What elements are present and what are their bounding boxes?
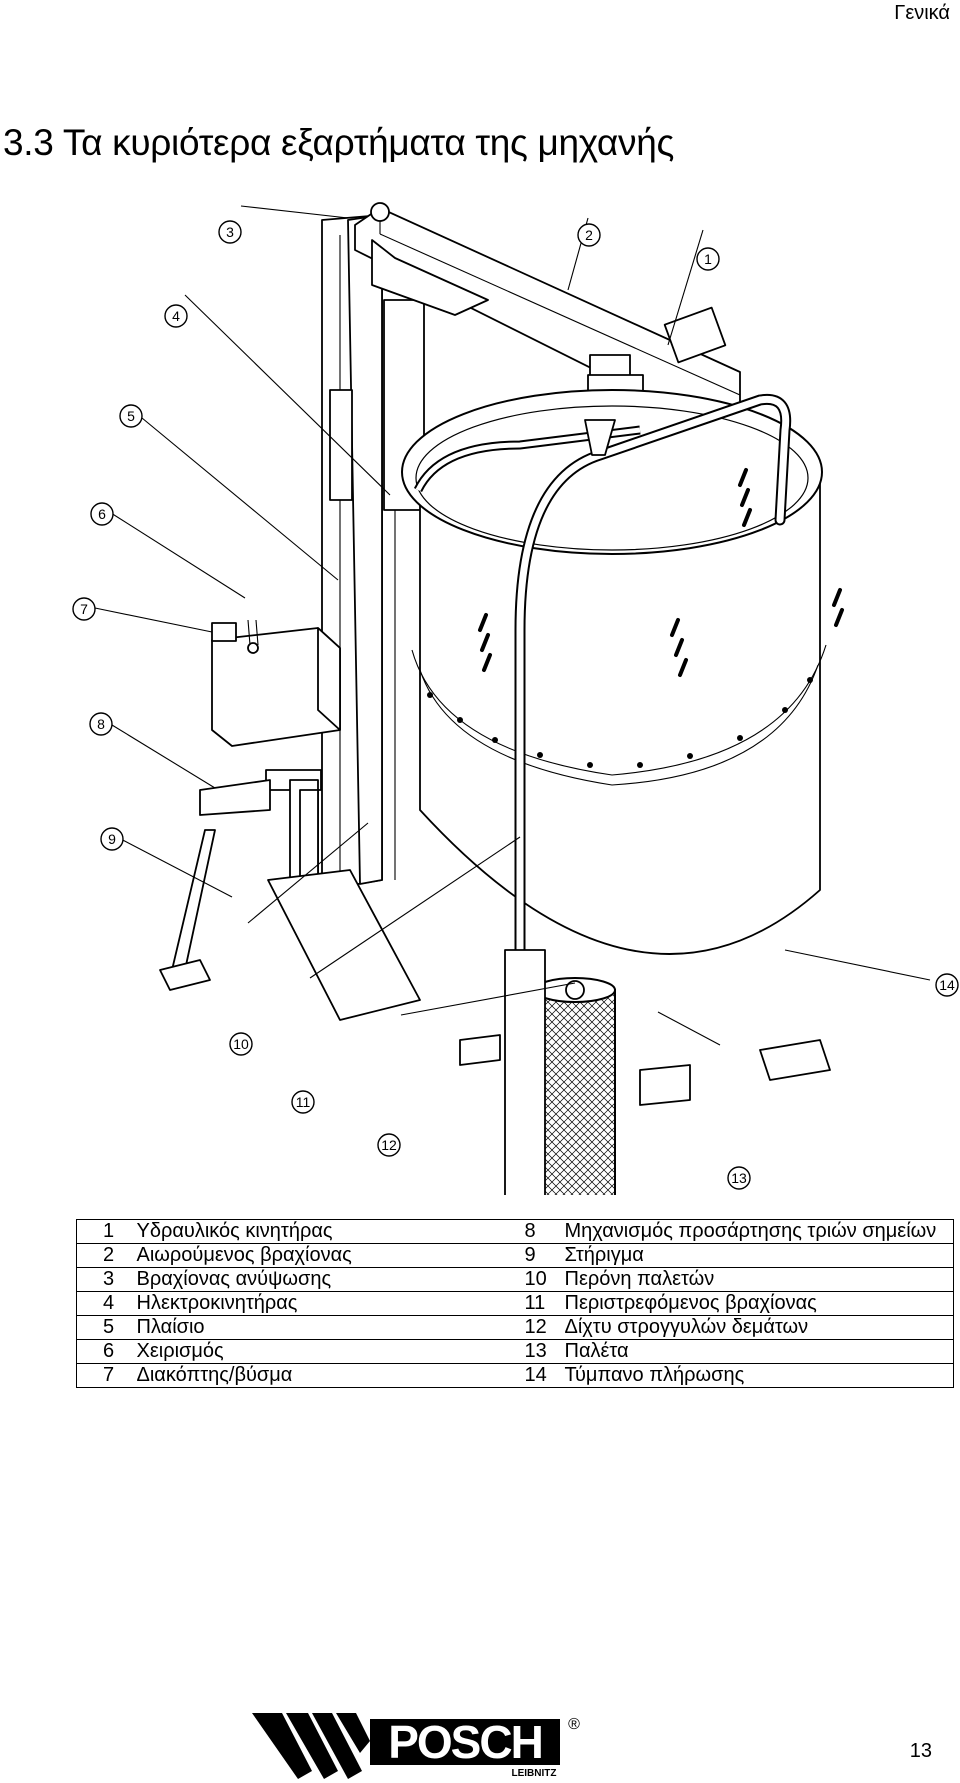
callout-3: 3 — [218, 220, 242, 244]
callout-12: 12 — [377, 1133, 401, 1157]
callout-4: 4 — [164, 304, 188, 328]
logo-sub: LEIBNITZ — [512, 1768, 557, 1779]
callout-10: 10 — [229, 1032, 253, 1056]
table-row: 3 Βραχίονας ανύψωσης 10 Περόνη παλετών — [76, 1267, 954, 1292]
svg-text:2: 2 — [585, 227, 593, 243]
three-point-hitch — [159, 769, 421, 1021]
svg-text:3: 3 — [226, 224, 234, 240]
logo-registered-mark: ® — [568, 1716, 580, 1733]
callout-1: 1 — [696, 247, 720, 271]
table-row: 4 Ηλεκτροκινητήρας 11 Περιστρεφόμενος βρ… — [76, 1291, 954, 1316]
callout-5: 5 — [119, 404, 143, 428]
parts-table: 1 Υδραυλικός κινητήρας 8 Μηχανισμός προσ… — [76, 1219, 954, 1388]
svg-text:14: 14 — [939, 977, 955, 993]
callout-11: 11 — [291, 1090, 315, 1114]
svg-text:13: 13 — [731, 1170, 747, 1186]
callout-6: 6 — [90, 502, 114, 526]
table-row: 5 Πλαίσιο 12 Δίχτυ στρογγυλών δεμάτων — [76, 1315, 954, 1340]
svg-text:5: 5 — [127, 408, 135, 424]
posch-logo: POSCH LEIBNITZ ® — [252, 1713, 580, 1779]
table-row: 7 Διακόπτης/βύσμα 14 Τύμπανο πλήρωσης — [76, 1363, 954, 1388]
rotating-arm — [413, 393, 792, 996]
svg-text:8: 8 — [97, 716, 105, 732]
section-header: Γενικά — [894, 2, 950, 24]
machine-frame — [321, 214, 425, 891]
callout-2: 2 — [577, 223, 601, 247]
page-title: 3.3 Τα κυριότερα εξαρτήματα της μηχανής — [3, 122, 675, 163]
pallet — [459, 1034, 831, 1106]
svg-text:6: 6 — [98, 506, 106, 522]
svg-text:7: 7 — [80, 601, 88, 617]
leader-lines — [94, 205, 931, 1046]
table-row: 6 Χειρισμός 13 Παλέτα — [76, 1339, 954, 1364]
svg-text:9: 9 — [108, 831, 116, 847]
page-number: 13 — [909, 1740, 932, 1762]
table-row: 2 Αιωρούμενος βραχίονας 9 Στήριγμα — [76, 1243, 954, 1268]
table-row: 1 Υδραυλικός κινητήρας 8 Μηχανισμός προσ… — [76, 1219, 954, 1244]
svg-text:11: 11 — [296, 1094, 311, 1110]
callout-8: 8 — [89, 712, 113, 736]
net-roll — [504, 949, 616, 1195]
motor-box — [211, 619, 341, 747]
svg-text:10: 10 — [233, 1036, 249, 1052]
filling-drum — [401, 389, 844, 955]
svg-text:1: 1 — [704, 251, 712, 267]
svg-text:12: 12 — [381, 1137, 397, 1153]
callout-13: 13 — [727, 1166, 751, 1190]
callout-14: 14 — [935, 973, 959, 997]
callout-9: 9 — [100, 827, 124, 851]
logo-brand: POSCH — [388, 1716, 542, 1768]
svg-text:4: 4 — [172, 308, 180, 324]
callout-7: 7 — [72, 597, 96, 621]
machine-diagram: 1 2 3 4 5 6 7 8 9 10 11 12 13 14 — [72, 202, 959, 1195]
